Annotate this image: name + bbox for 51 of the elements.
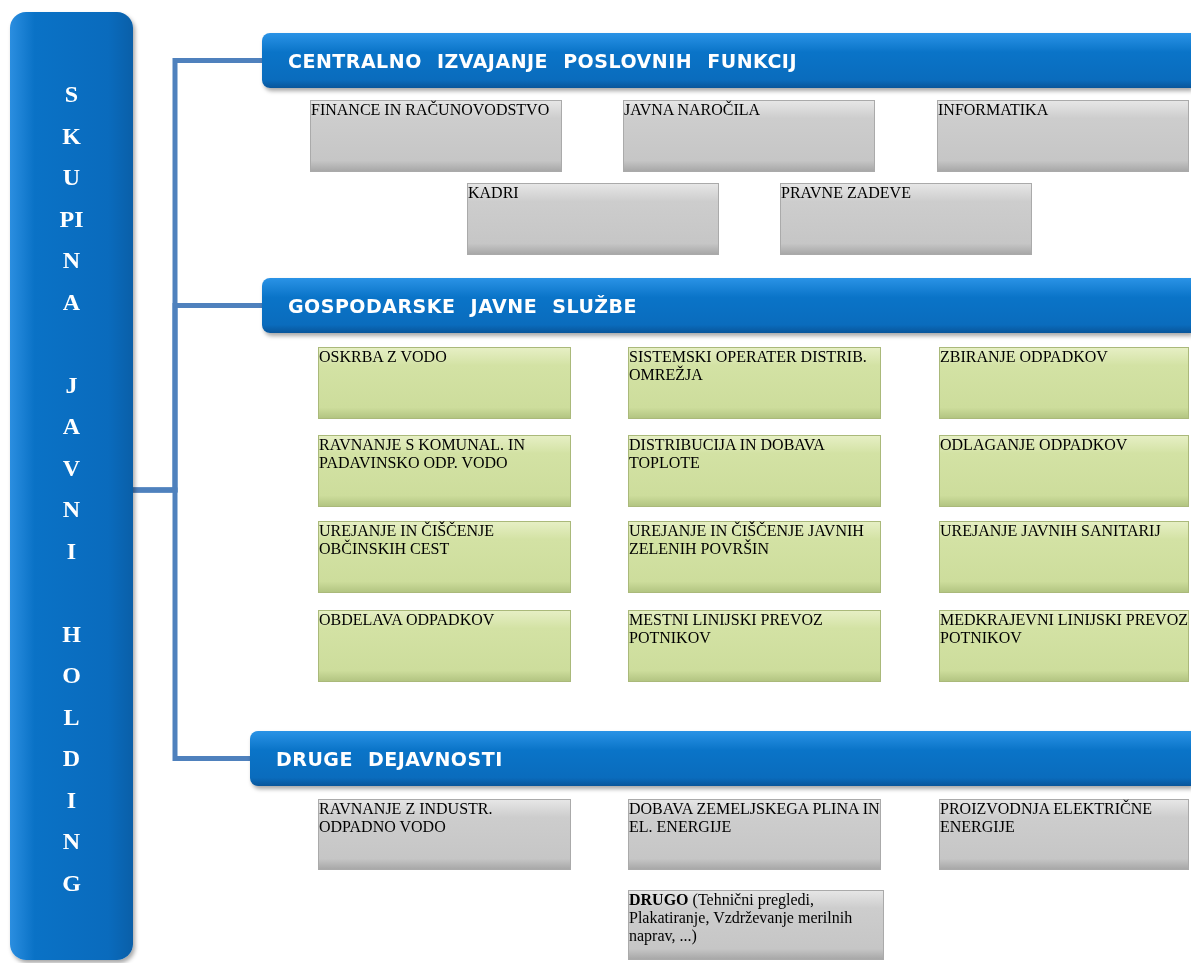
box-label: ODLAGANJE ODPADKOV bbox=[940, 436, 1129, 454]
box-label: FINANCE IN RAČUNOVODSTVO bbox=[311, 101, 551, 119]
box-label: ZBIRANJE ODPADKOV bbox=[940, 348, 1109, 366]
box-label: INFORMATIKA bbox=[938, 101, 1050, 119]
unit-box bbox=[780, 183, 1032, 255]
box-label: DOBAVA ZEMELJSKEGA PLINA IN EL. ENERGIJE bbox=[629, 800, 880, 836]
unit-box bbox=[628, 799, 881, 870]
box-label: DRUGO (Tehnični pregledi, Plakatiranje, Vzdrževanje merilnih naprav, ...) bbox=[629, 891, 854, 945]
unit-box bbox=[310, 100, 562, 172]
box-label: UREJANJE IN ČIŠČENJE OBČINSKIH CEST bbox=[319, 522, 496, 558]
box-label: OSKRBA Z VODO bbox=[319, 348, 448, 366]
box-label: RAVNANJE S KOMUNAL. IN PADAVINSKO ODP. VODO bbox=[319, 436, 526, 472]
box-label: PRAVNE ZADEVE bbox=[781, 184, 912, 202]
service-box bbox=[318, 521, 571, 593]
section-title: CENTRALNO IZVAJANJE POSLOVNIH FUNKCIJ bbox=[288, 49, 797, 72]
box-label: OBDELAVA ODPADKOV bbox=[319, 611, 496, 629]
connector-line bbox=[133, 487, 250, 761]
service-box bbox=[939, 521, 1189, 593]
section-title: DRUGE DEJAVNOSTI bbox=[276, 747, 503, 770]
service-box bbox=[318, 610, 571, 682]
service-box bbox=[628, 435, 881, 507]
box-label: MESTNI LINIJSKI PREVOZ POTNIKOV bbox=[629, 611, 824, 647]
unit-box bbox=[467, 183, 719, 255]
box-label: KADRI bbox=[468, 184, 520, 202]
service-box bbox=[939, 610, 1189, 682]
unit-box bbox=[318, 799, 571, 870]
unit-box bbox=[939, 799, 1189, 870]
unit-box bbox=[628, 890, 884, 960]
unit-box bbox=[623, 100, 875, 172]
service-box bbox=[939, 435, 1189, 507]
box-label: UREJANJE IN ČIŠČENJE JAVNIH ZELENIH POVRŠIN bbox=[629, 522, 865, 558]
section-header-bar bbox=[262, 33, 1191, 88]
box-label: UREJANJE JAVNIH SANITARIJ bbox=[940, 522, 1162, 540]
service-box bbox=[628, 521, 881, 593]
group-title-bar bbox=[10, 12, 133, 960]
service-box bbox=[318, 435, 571, 507]
box-label: MEDKRAJEVNI LINIJSKI PREVOZ POTNIKOV bbox=[940, 611, 1188, 647]
box-label: DISTRIBUCIJA IN DOBAVA TOPLOTE bbox=[629, 436, 826, 472]
service-box bbox=[939, 347, 1189, 419]
section-header-bar bbox=[262, 278, 1191, 333]
service-box bbox=[628, 347, 881, 419]
unit-box bbox=[937, 100, 1189, 172]
box-label: PROIZVODNJA ELEKTRIČNE ENERGIJE bbox=[940, 800, 1153, 836]
section-title: GOSPODARSKE JAVNE SLUŽBE bbox=[288, 294, 638, 317]
box-label: SISTEMSKI OPERATER DISTRIB. OMREŽJA bbox=[629, 348, 868, 384]
box-label: JAVNA NAROČILA bbox=[624, 101, 762, 119]
service-box bbox=[628, 610, 881, 682]
vertical-title: SKUPINA JAVNI HOLDING bbox=[59, 80, 84, 898]
section-header-bar bbox=[250, 731, 1191, 786]
box-label: RAVNANJE Z INDUSTR. ODPADNO VODO bbox=[319, 800, 494, 836]
service-box bbox=[318, 347, 571, 419]
